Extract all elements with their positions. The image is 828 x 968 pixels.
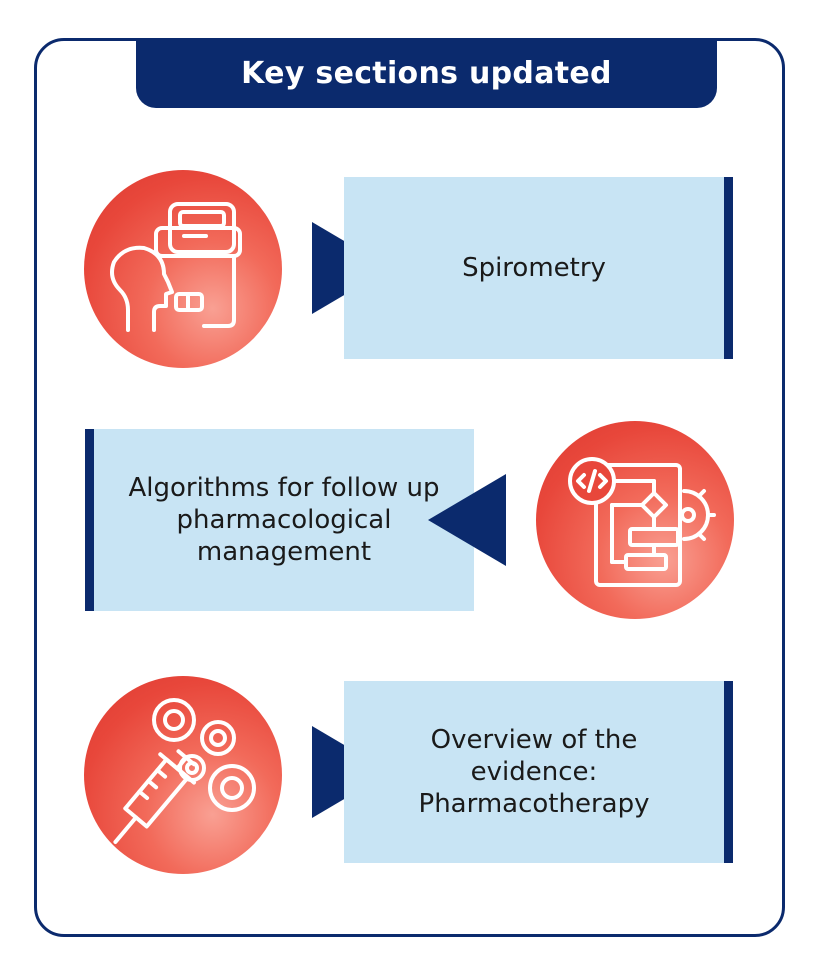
spirometry-icon <box>84 170 282 368</box>
flowchart-algorithm-icon <box>536 421 734 619</box>
section-label-spirometry: Spirometry <box>462 253 606 283</box>
section-label-algorithms: Algorithms for follow up pharmacological… <box>128 473 440 567</box>
section-label-pharmacotherapy: Overview of the evidence: Pharmacotherap… <box>418 725 650 819</box>
section-box-spirometry: Spirometry <box>344 177 733 359</box>
page-title: Key sections updated <box>241 55 612 91</box>
header-banner: Key sections updated <box>136 38 717 108</box>
arrow-left-2 <box>428 474 506 566</box>
section-box-pharmacotherapy: Overview of the evidence: Pharmacotherap… <box>344 681 733 863</box>
syringe-pills-icon <box>84 676 282 874</box>
section-box-algorithms: Algorithms for follow up pharmacological… <box>85 429 474 611</box>
